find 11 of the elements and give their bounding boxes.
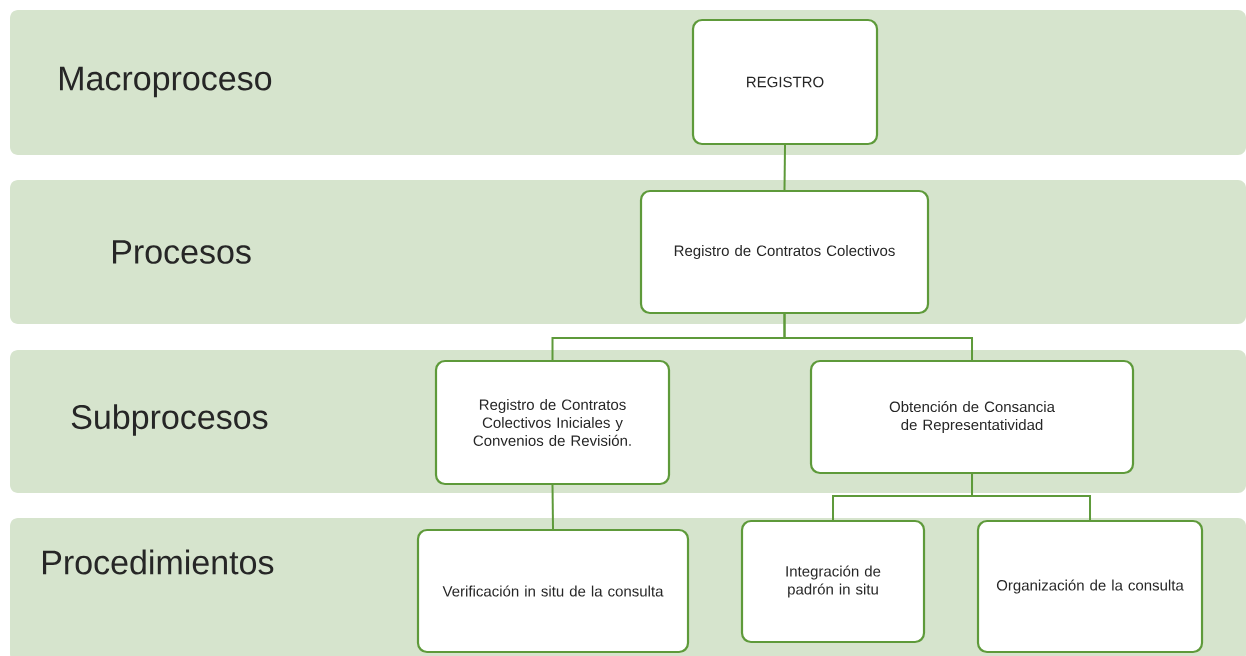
process-box: REGISTRO <box>691 18 879 146</box>
connector-line <box>971 473 1091 521</box>
connector-line <box>783 313 973 361</box>
process-box: Obtención de Consancia de Representatividad <box>809 359 1135 475</box>
connector-line <box>551 484 554 530</box>
process-box: Registro de Contratos Colectivos Iniciales y Convenios de Revisión. <box>434 359 671 486</box>
process-box: Organización de la consulta <box>976 519 1204 654</box>
process-box: Registro de Contratos Colectivos <box>639 189 930 315</box>
process-box: Integración de padrón in situ <box>740 519 926 644</box>
process-box: Verificación in situ de la consulta <box>416 528 690 654</box>
connector-line <box>783 144 786 191</box>
